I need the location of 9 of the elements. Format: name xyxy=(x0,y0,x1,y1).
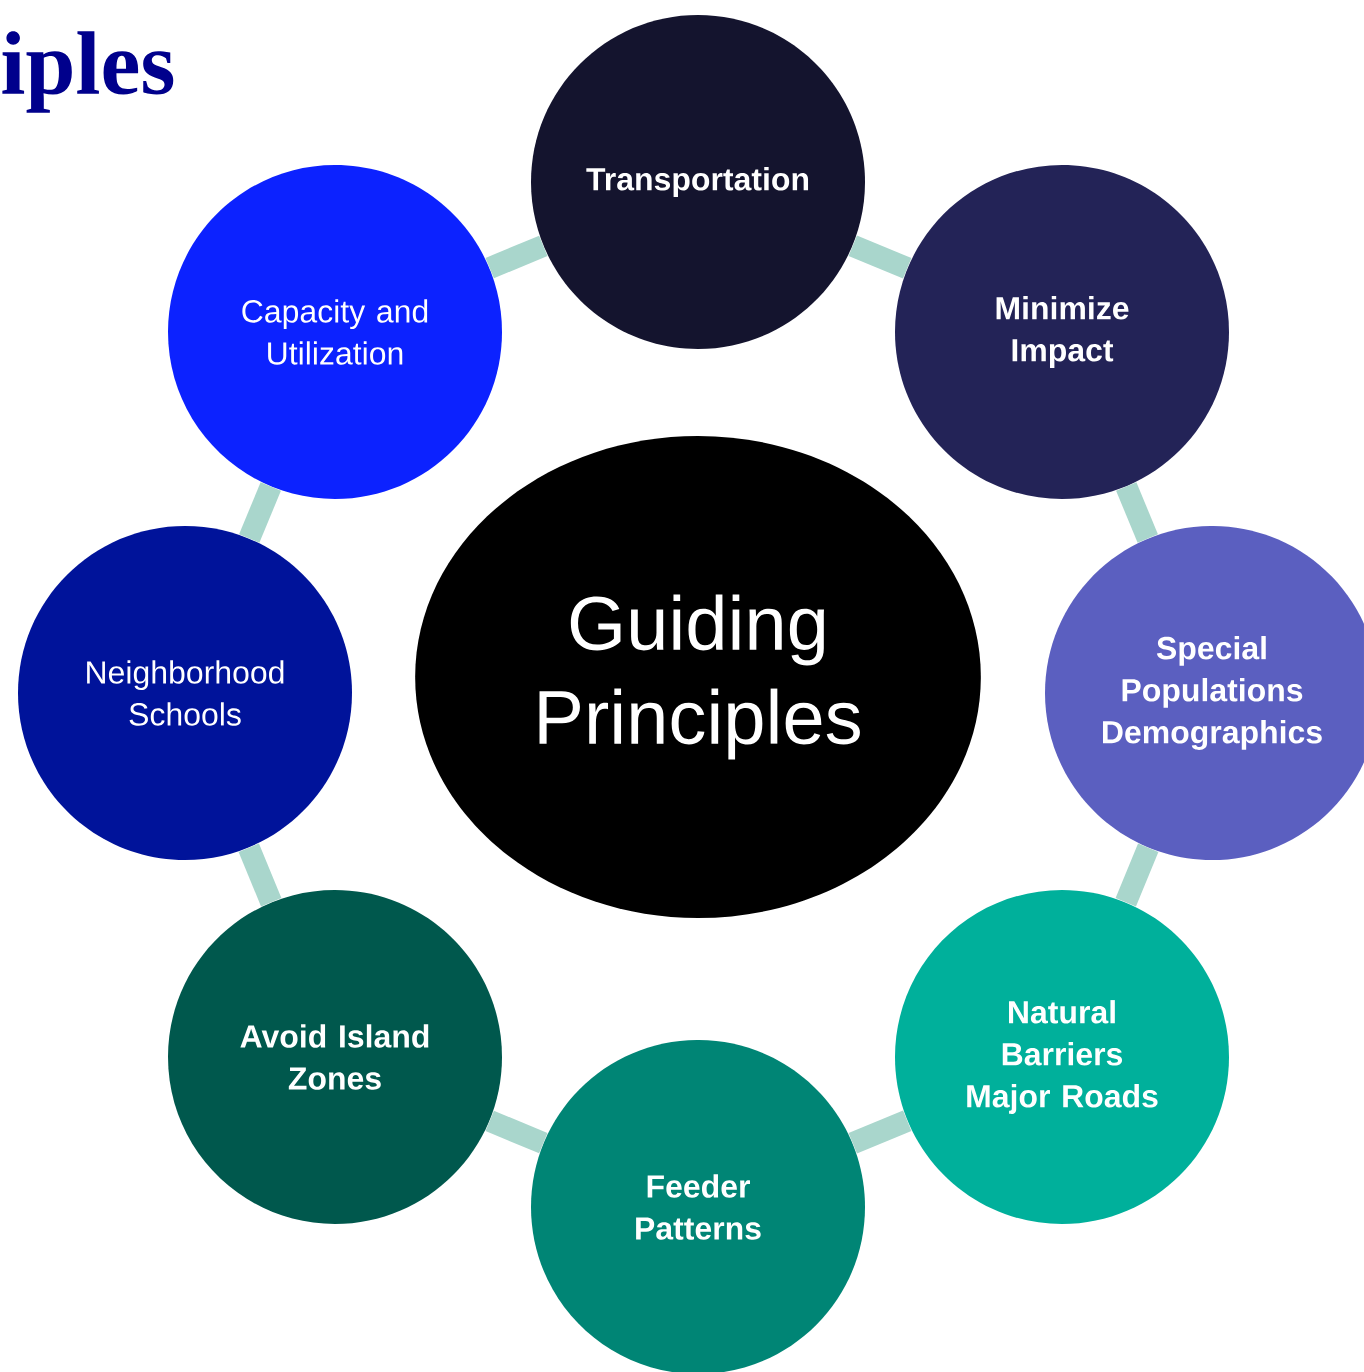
connector-bar xyxy=(848,1110,912,1154)
connector-bar xyxy=(238,843,282,907)
connector-bar xyxy=(485,235,548,279)
connector-bar xyxy=(1115,843,1159,907)
connector-bar xyxy=(239,482,281,543)
connector-bar xyxy=(848,235,912,279)
connector-bar xyxy=(485,1110,548,1154)
heading: iples xyxy=(2,31,174,113)
connector-bar xyxy=(1116,482,1158,543)
